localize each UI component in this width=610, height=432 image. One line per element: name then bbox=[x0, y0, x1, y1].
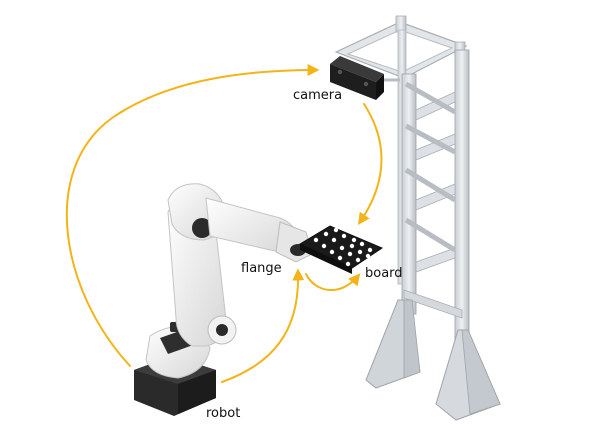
board-dot bbox=[367, 247, 373, 253]
robot-arm bbox=[134, 183, 313, 416]
robot-shoulder-hub bbox=[216, 324, 228, 336]
frame-post-right bbox=[454, 49, 470, 351]
board-dot bbox=[355, 257, 361, 263]
board-dot bbox=[321, 243, 327, 249]
camera-side bbox=[376, 74, 384, 100]
board-dot-grid bbox=[313, 227, 373, 267]
robot-base-side bbox=[178, 370, 216, 414]
board-dot bbox=[341, 233, 347, 239]
frame-tower bbox=[334, 15, 501, 421]
camera-top bbox=[330, 56, 384, 82]
board-dot bbox=[333, 227, 339, 233]
camera-label: camera bbox=[293, 88, 343, 103]
camera-lens-2-icon bbox=[363, 81, 369, 87]
board-dot bbox=[331, 237, 337, 243]
board-edge bbox=[300, 244, 352, 274]
board-dot bbox=[357, 249, 363, 255]
frame-brace-4 bbox=[404, 217, 457, 253]
frame-brace-3 bbox=[404, 167, 457, 203]
frame-foot-right-shade bbox=[461, 329, 501, 415]
arrow-camera-to-board bbox=[357, 103, 383, 225]
board-dot bbox=[359, 241, 365, 247]
calibration-board bbox=[298, 225, 384, 274]
board-dot bbox=[337, 255, 343, 261]
robot-elbow-hub bbox=[192, 218, 212, 238]
board-dot bbox=[347, 251, 353, 257]
board-dot bbox=[345, 261, 351, 267]
frame-lower-bar bbox=[403, 289, 463, 319]
board-dot bbox=[351, 237, 357, 243]
flange-label: flange bbox=[241, 261, 282, 276]
board-dot bbox=[323, 231, 329, 237]
board-dot bbox=[339, 245, 345, 251]
arrow-robot-to-camera bbox=[65, 64, 320, 367]
board-dot bbox=[313, 237, 319, 243]
board-dot bbox=[329, 249, 335, 255]
frame-rung-2 bbox=[415, 133, 456, 161]
camera-lens-icon bbox=[337, 69, 343, 75]
arrow-robot-to-flange bbox=[221, 268, 305, 383]
board-dot bbox=[365, 253, 371, 259]
frame-post-left bbox=[401, 73, 417, 315]
frame-rung-1 bbox=[415, 91, 456, 121]
board-dot bbox=[349, 243, 355, 249]
frame-foot-left-shade bbox=[403, 299, 421, 379]
frame-brace-2 bbox=[404, 123, 457, 155]
frame-rung-4 bbox=[415, 247, 456, 273]
transform-arrows bbox=[65, 64, 383, 383]
camera-device bbox=[330, 56, 400, 100]
robot-label: robot bbox=[206, 406, 241, 421]
frame-brace-1 bbox=[404, 81, 457, 115]
arrow-flange-to-board bbox=[305, 273, 361, 291]
board-label: board bbox=[365, 266, 403, 281]
